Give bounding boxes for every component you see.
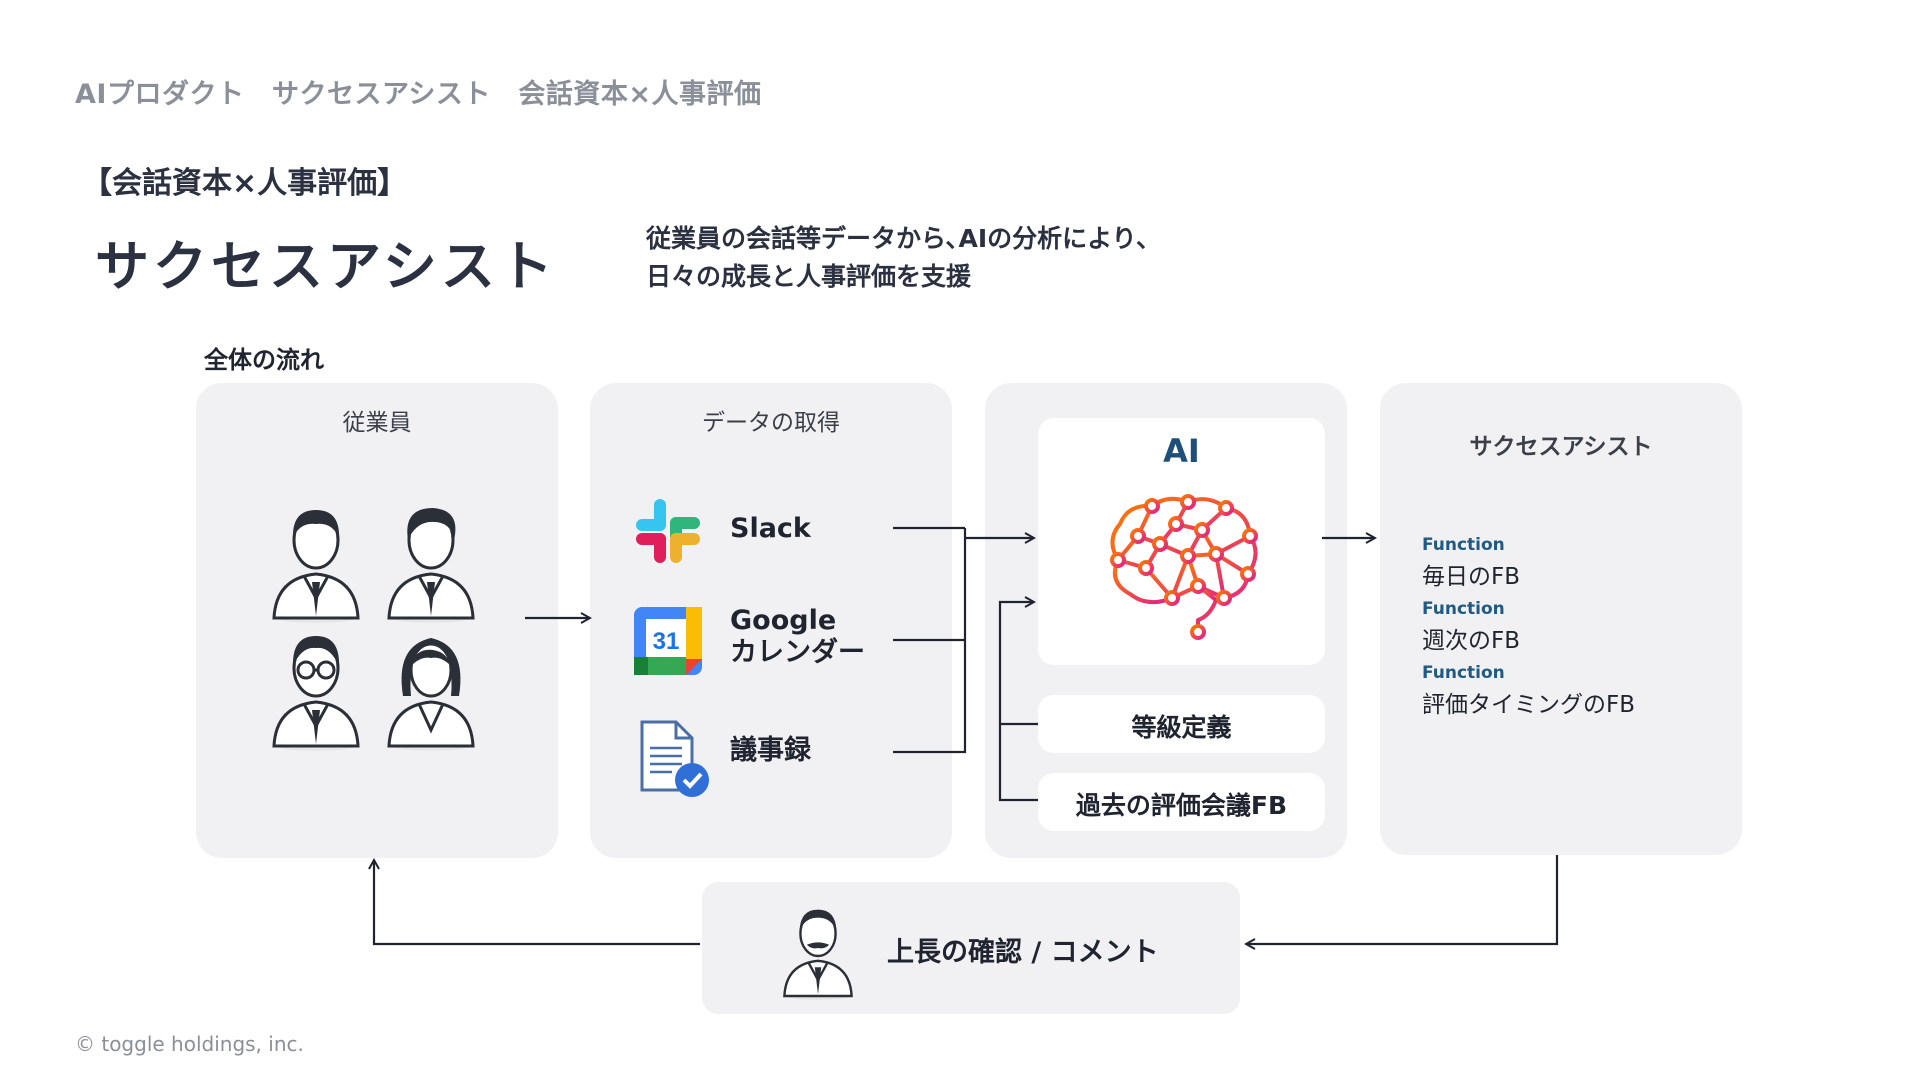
flow-label: 全体の流れ [204, 346, 324, 374]
page-title: サクセスアシスト [95, 235, 557, 298]
connector-ai-inputs [998, 602, 1038, 802]
data-sources-panel-title: データの取得 [702, 410, 840, 436]
minutes-label: 議事録 [730, 735, 811, 766]
function-evaluation-text: 評価タイミングのFB [1422, 692, 1636, 718]
description-line-2: 日々の成長と人事評価を支援 [646, 262, 972, 291]
data-sources-panel: データの取得 Slack 31 Google カレンダー 議事録 [590, 383, 952, 858]
ai-brain-icon [1110, 494, 1258, 640]
slack-icon [636, 499, 700, 563]
function-weekly: Function 週次のFB [1422, 599, 1520, 655]
employee-icon-4 [387, 638, 475, 751]
function-weekly-text: 週次のFB [1422, 628, 1521, 654]
employee-icon-3 [272, 636, 360, 751]
employees-panel: 従業員 [196, 383, 558, 858]
function-weekly-tag: Function [1422, 599, 1505, 619]
arrow-product-to-manager [1246, 855, 1559, 944]
google-calendar-icon: 31 [634, 607, 702, 675]
employee-icon-1 [272, 510, 360, 623]
employees-panel-title: 従業員 [342, 410, 412, 436]
function-daily-tag: Function [1422, 535, 1505, 555]
function-evaluation: Function 評価タイミングのFB [1422, 663, 1635, 719]
manager-label: 上長の確認 / コメント [887, 937, 1159, 968]
past-evaluation-card: 過去の評価会議FB [1038, 773, 1325, 831]
grade-definition-card: 等級定義 [1038, 695, 1325, 753]
manager-panel: 上長の確認 / コメント [702, 882, 1240, 1014]
success-assist-panel: サクセスアシスト Function 毎日のFB Function 週次のFB F… [1380, 383, 1742, 855]
function-daily: Function 毎日のFB [1422, 535, 1520, 591]
product-description: 従業員の会話等データから､AIの分析により､ 日々の成長と人事評価を支援 [646, 220, 1149, 296]
slack-label: Slack [730, 513, 811, 544]
ai-title: AI [1163, 432, 1200, 470]
breadcrumb: AIプロダクト サクセスアシスト 会話資本×人事評価 [75, 79, 762, 110]
calendar-day-text: 31 [653, 628, 680, 655]
page-subtitle: 【会話資本×人事評価】 [82, 166, 408, 201]
ai-card: AI [1038, 418, 1325, 665]
document-check-icon [640, 720, 709, 797]
google-calendar-label: Google カレンダー [730, 605, 865, 669]
past-evaluation-label: 過去の評価会議FB [1075, 791, 1288, 820]
manager-icon [782, 909, 854, 1000]
description-line-1: 従業員の会話等データから､AIの分析により､ [646, 224, 1150, 253]
grade-definition-label: 等級定義 [1131, 713, 1232, 742]
arrow-manager-to-employees [374, 860, 700, 946]
copyright: © toggle holdings, inc. [75, 1032, 304, 1056]
google-calendar-label-line1: Google [730, 605, 837, 636]
function-evaluation-tag: Function [1422, 663, 1505, 683]
success-assist-panel-title: サクセスアシスト [1469, 434, 1653, 460]
function-daily-text: 毎日のFB [1422, 564, 1521, 590]
connector-minutes [893, 528, 967, 754]
ai-panel: AI [985, 383, 1347, 858]
google-calendar-label-line2: カレンダー [730, 637, 865, 668]
employee-icon-2 [387, 508, 475, 623]
